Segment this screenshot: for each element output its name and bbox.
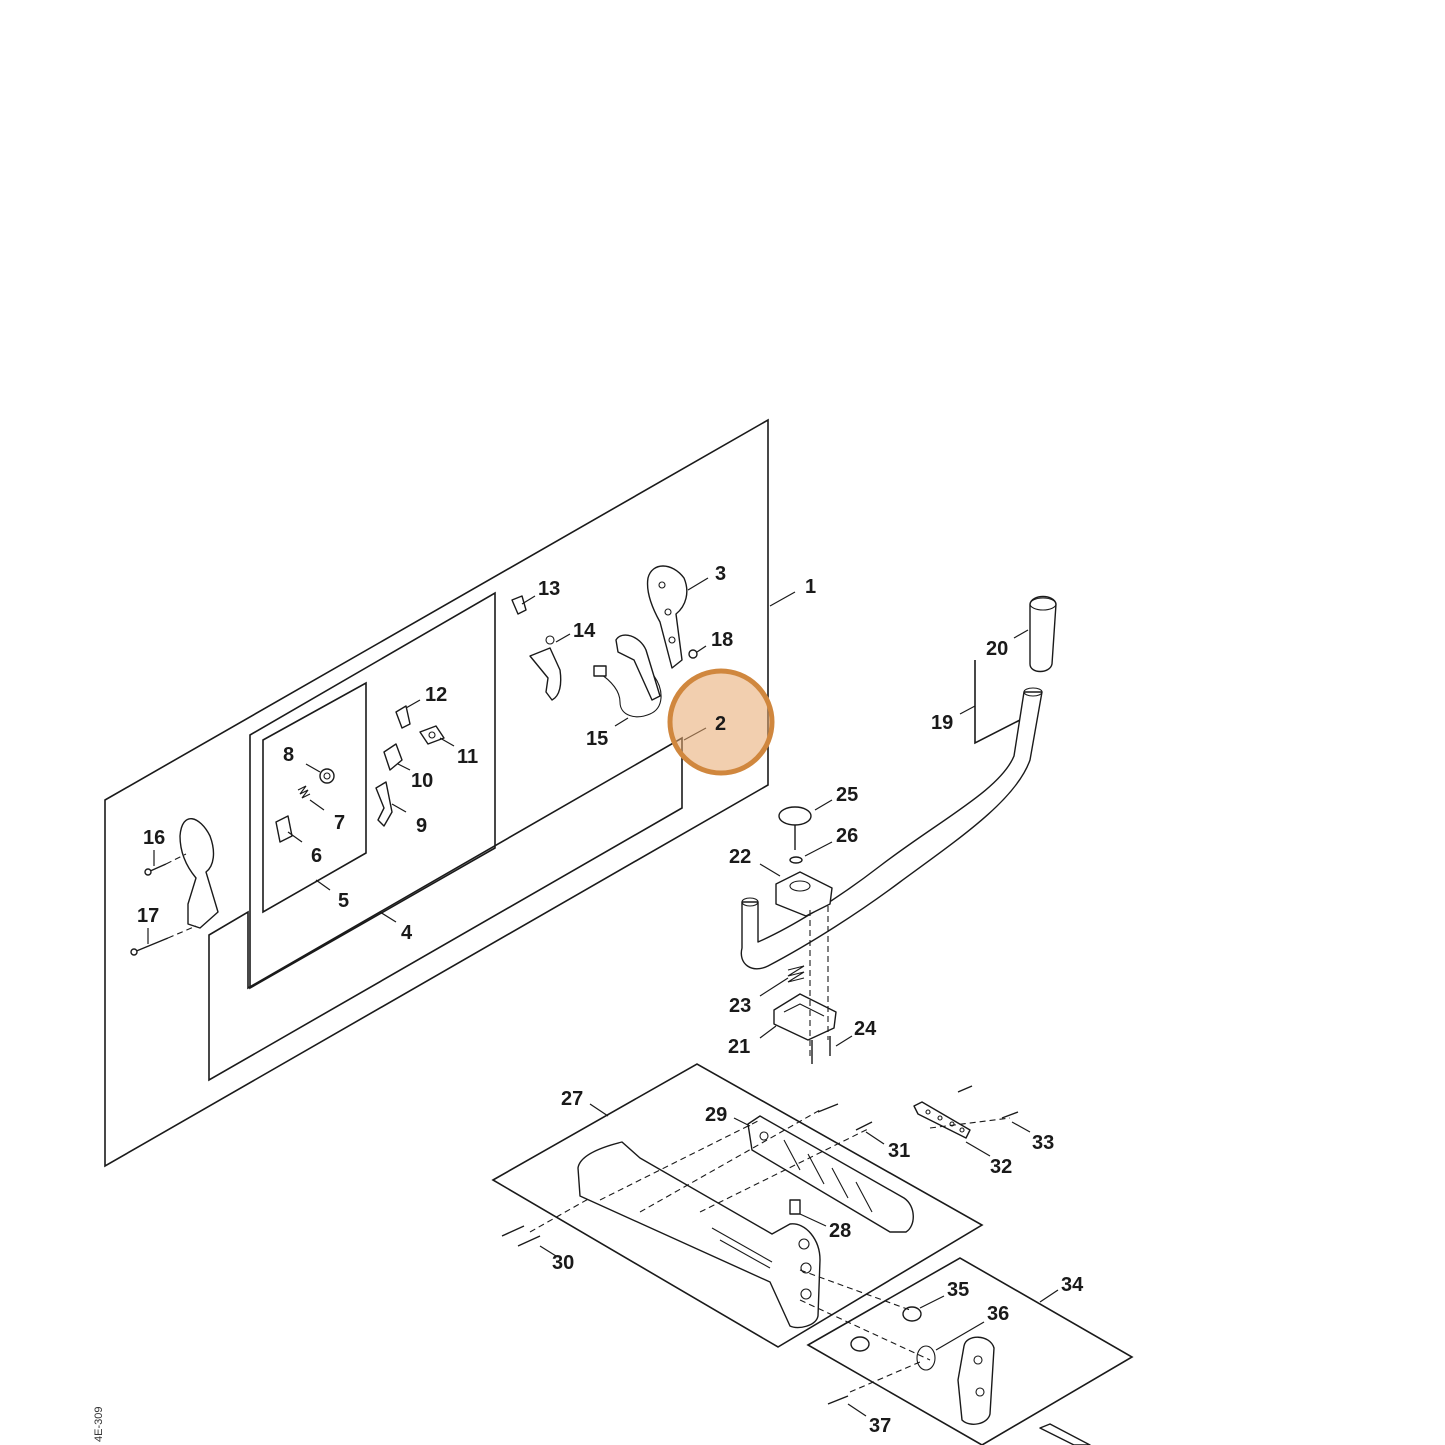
assembly-dashed-lines bbox=[165, 853, 1011, 1393]
callout-1[interactable]: 1 bbox=[805, 576, 816, 598]
part-13-clip bbox=[511, 595, 527, 615]
callout-12[interactable]: 12 bbox=[425, 684, 447, 706]
frame-assembly-27 bbox=[491, 1063, 984, 1348]
part-35-bushing bbox=[850, 1306, 922, 1352]
callout-21[interactable]: 21 bbox=[728, 1036, 750, 1058]
callout-33[interactable]: 33 bbox=[1032, 1132, 1054, 1154]
part-33-screws bbox=[957, 1085, 1019, 1119]
part-19-handlebar bbox=[740, 687, 1043, 970]
callout-17[interactable]: 17 bbox=[137, 905, 159, 927]
part-15-cable bbox=[593, 665, 662, 718]
part-trigger-lockout bbox=[615, 634, 661, 701]
part-10-contact bbox=[383, 743, 403, 771]
leader-lines bbox=[147, 577, 1059, 1417]
callout-31[interactable]: 31 bbox=[888, 1140, 910, 1162]
callout-2[interactable]: 2 bbox=[715, 713, 726, 735]
callout-20[interactable]: 20 bbox=[986, 638, 1008, 660]
callout-25[interactable]: 25 bbox=[836, 784, 858, 806]
part-21-clamp-bottom bbox=[773, 993, 837, 1041]
callout-7[interactable]: 7 bbox=[334, 812, 345, 834]
frame-assembly-5 bbox=[262, 681, 367, 914]
part-17-screw bbox=[130, 937, 169, 956]
frame-assembly-34 bbox=[806, 1257, 1134, 1445]
part-34-handle-part bbox=[957, 1336, 995, 1425]
part-12-lever bbox=[395, 705, 411, 729]
callout-15[interactable]: 15 bbox=[586, 728, 608, 750]
callout-32[interactable]: 32 bbox=[990, 1156, 1012, 1178]
callout-16[interactable]: 16 bbox=[143, 827, 165, 849]
callout-14[interactable]: 14 bbox=[573, 620, 596, 642]
frame-assembly-2 bbox=[208, 736, 683, 1082]
part-18-nut bbox=[688, 649, 698, 659]
callout-labels: 1 2 3 4 5 6 7 8 9 10 11 12 13 14 15 16 1… bbox=[137, 563, 1084, 1437]
part-25-knob bbox=[778, 806, 812, 850]
part-20-grip bbox=[1029, 595, 1057, 673]
part-6-switch bbox=[275, 815, 293, 843]
part-31-screws bbox=[817, 1103, 873, 1131]
callout-10[interactable]: 10 bbox=[411, 770, 433, 792]
part-28-screw bbox=[789, 1199, 801, 1215]
callout-8[interactable]: 8 bbox=[283, 744, 294, 766]
frame-assembly-4 bbox=[249, 591, 496, 990]
part-30-screws bbox=[501, 1225, 541, 1247]
callout-36[interactable]: 36 bbox=[987, 1303, 1009, 1325]
callout-26[interactable]: 26 bbox=[836, 825, 858, 847]
callout-6[interactable]: 6 bbox=[311, 845, 322, 867]
part-16-screw bbox=[144, 863, 167, 876]
callout-27[interactable]: 27 bbox=[561, 1088, 583, 1110]
callout-23[interactable]: 23 bbox=[729, 995, 751, 1017]
part-8-spring bbox=[319, 768, 335, 784]
frame-assembly-1 bbox=[104, 418, 769, 1168]
callout-37[interactable]: 37 bbox=[869, 1415, 891, 1437]
callout-9[interactable]: 9 bbox=[416, 815, 427, 837]
callout-19[interactable]: 19 bbox=[931, 712, 953, 734]
part-14-throttle-trigger bbox=[529, 635, 562, 701]
part-24-screws bbox=[811, 1036, 831, 1064]
parts bbox=[130, 565, 1091, 1445]
part-16-handle-half bbox=[179, 818, 219, 929]
part-3-handle-housing bbox=[646, 565, 688, 669]
callout-5[interactable]: 5 bbox=[338, 890, 349, 912]
part-22-clamp-top bbox=[775, 871, 833, 917]
callout-3[interactable]: 3 bbox=[715, 563, 726, 585]
assembly-frames bbox=[104, 418, 1134, 1445]
part-23-spring bbox=[787, 965, 805, 983]
callout-11[interactable]: 11 bbox=[457, 746, 478, 768]
part-32-strip bbox=[913, 1101, 971, 1139]
callout-24[interactable]: 24 bbox=[854, 1018, 877, 1040]
drawing-code: 4E-309 bbox=[93, 1407, 105, 1442]
callout-13[interactable]: 13 bbox=[538, 578, 560, 600]
callout-4[interactable]: 4 bbox=[401, 922, 413, 944]
callout-22[interactable]: 22 bbox=[729, 846, 751, 868]
part-27-housing bbox=[577, 1141, 821, 1329]
callout-34[interactable]: 34 bbox=[1061, 1274, 1084, 1296]
frame-assembly-19 bbox=[974, 660, 1021, 745]
callout-2-highlight[interactable] bbox=[667, 668, 775, 776]
callout-18[interactable]: 18 bbox=[711, 629, 733, 651]
callout-28[interactable]: 28 bbox=[829, 1220, 851, 1242]
part-26-washer bbox=[789, 856, 803, 864]
part-7-spring bbox=[297, 785, 311, 799]
callout-35[interactable]: 35 bbox=[947, 1279, 969, 1301]
part-36-ring bbox=[916, 1345, 936, 1371]
callout-30[interactable]: 30 bbox=[552, 1252, 574, 1274]
part-9-spring-clip bbox=[375, 781, 393, 827]
callout-29[interactable]: 29 bbox=[705, 1104, 727, 1126]
part-29-cover bbox=[747, 1115, 914, 1233]
part-shaft-end bbox=[1039, 1423, 1091, 1445]
part-11-slide bbox=[419, 725, 445, 745]
part-37-screw bbox=[827, 1395, 849, 1405]
